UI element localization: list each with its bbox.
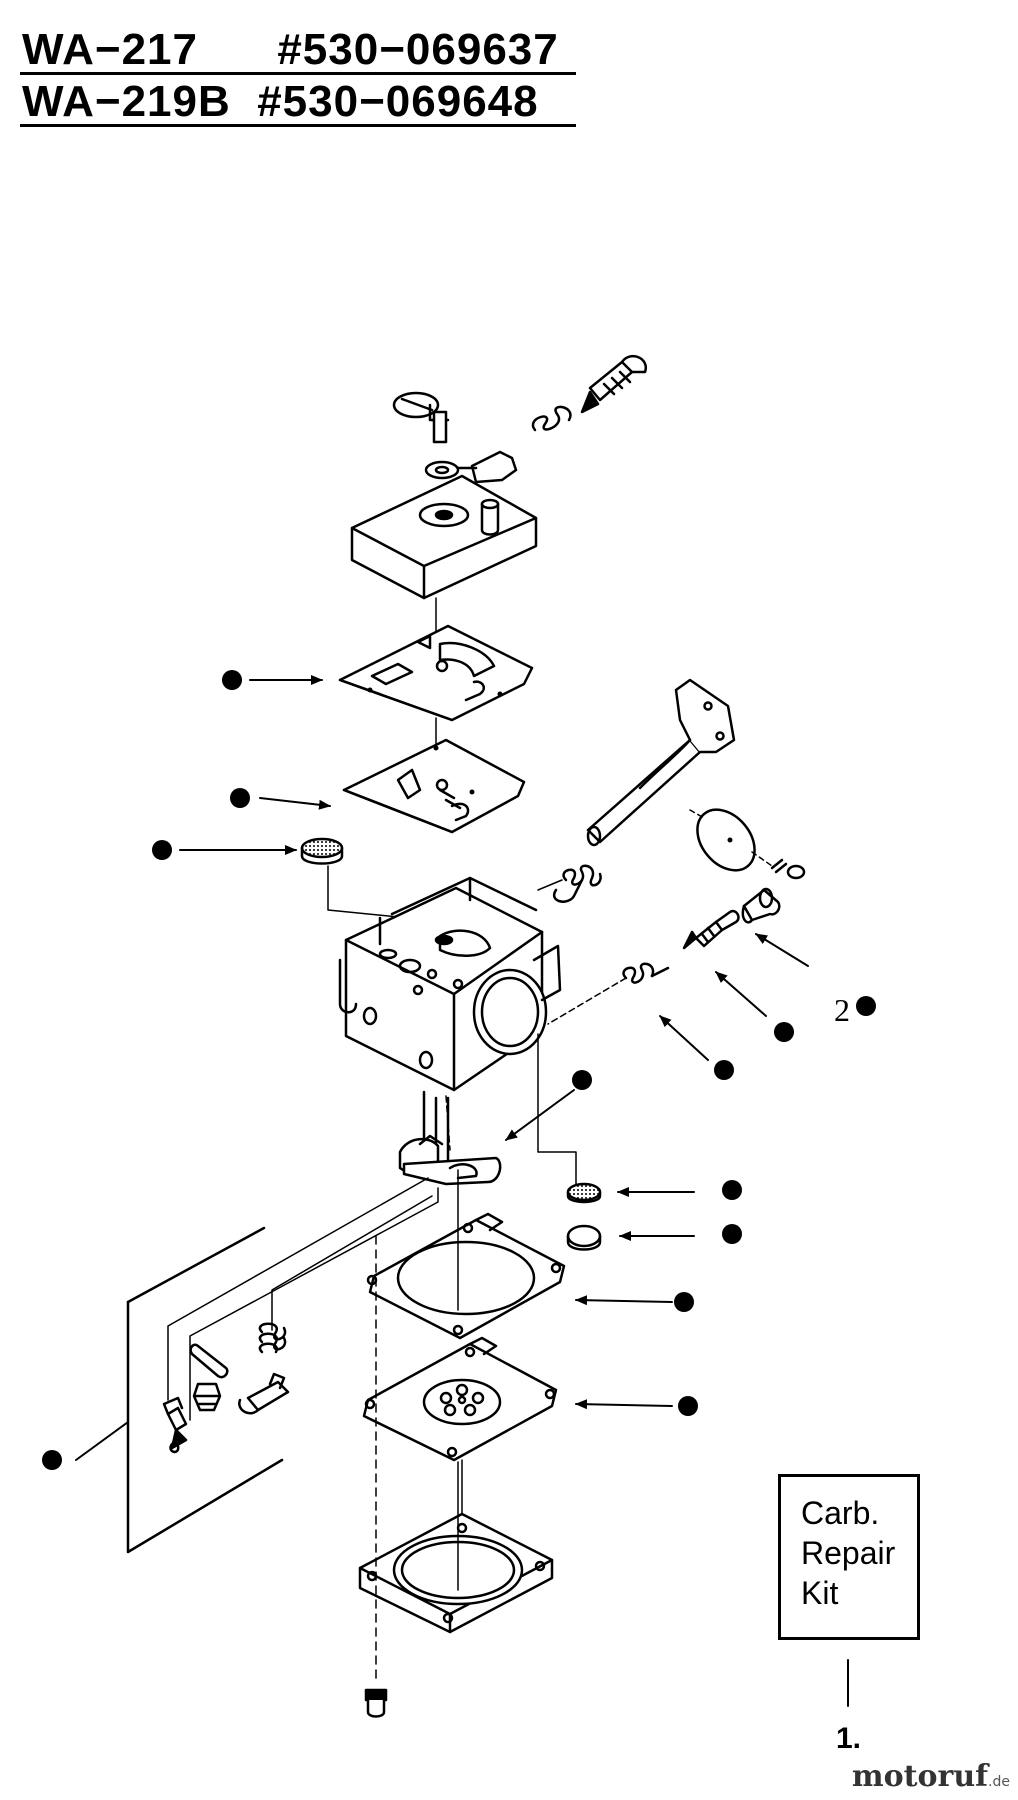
watermark-text: motoruf xyxy=(851,1759,989,1794)
pump-cover xyxy=(350,474,538,651)
detent-spring xyxy=(537,864,602,903)
choke-shaft xyxy=(586,678,736,847)
bullet-dot-icon xyxy=(152,840,172,860)
watermark-suffix: .de xyxy=(988,1774,1010,1790)
small-parts-bracket xyxy=(126,1177,439,1554)
metering-spring xyxy=(238,1322,290,1415)
bullet-dot-icon xyxy=(230,788,250,808)
needle-spring xyxy=(547,962,670,1025)
kit-label-line-1: Carb. xyxy=(801,1495,880,1531)
bullet-dot-icon xyxy=(774,1022,794,1042)
metering-cover xyxy=(358,1461,554,1634)
inlet-needle xyxy=(162,1396,188,1454)
choke-plate xyxy=(689,808,756,872)
throttle-lever-arm xyxy=(424,450,518,484)
kit-part-number: 1. xyxy=(836,1722,862,1755)
cover-screw-bottom xyxy=(364,1235,388,1718)
high-speed-needle-cap xyxy=(741,887,781,924)
check-valve xyxy=(566,1224,602,1251)
pump-gasket xyxy=(338,624,534,751)
idle-spring xyxy=(531,405,572,432)
bullet-dot-icon xyxy=(856,996,876,1016)
callout-bullets xyxy=(42,670,876,1470)
bullet-dot-icon xyxy=(722,1180,742,1200)
metering-diaphragm xyxy=(362,1336,558,1531)
bullet-dot-icon xyxy=(678,1396,698,1416)
bullet-dot-icon xyxy=(722,1224,742,1244)
title-underline-1 xyxy=(20,72,576,75)
bullet-dot-icon xyxy=(674,1292,694,1312)
adjusting-needle xyxy=(580,354,648,414)
pump-diaphragm xyxy=(342,738,526,834)
watermark-logo: motoruf.de xyxy=(852,1759,1010,1794)
bullet-dot-icon xyxy=(714,1060,734,1080)
model-title-line-1: WA−217 #530−069637 xyxy=(22,25,559,74)
bullet-dot-icon xyxy=(572,1070,592,1090)
bullet-dot-icon xyxy=(42,1450,62,1470)
carburetor-body xyxy=(338,876,562,1170)
model-title-line-2: WA−219B #530−069648 xyxy=(22,77,539,126)
carb-repair-kit-box: Carb. Repair Kit xyxy=(778,1474,920,1640)
cover-screw xyxy=(392,391,450,444)
choke-screw xyxy=(751,851,806,880)
low-speed-needle xyxy=(682,909,740,950)
kit-label-line-2: Repair xyxy=(801,1535,896,1571)
kit-label-line-3: Kit xyxy=(801,1575,839,1611)
metering-lever xyxy=(398,1095,502,1186)
fuel-screen xyxy=(537,1033,602,1204)
callout-label-2: 2 xyxy=(834,992,850,1028)
callout-arrows xyxy=(75,675,849,1707)
fulcrum-pin xyxy=(189,1343,229,1412)
title-underline-2 xyxy=(20,124,576,127)
bullet-dot-icon xyxy=(222,670,242,690)
